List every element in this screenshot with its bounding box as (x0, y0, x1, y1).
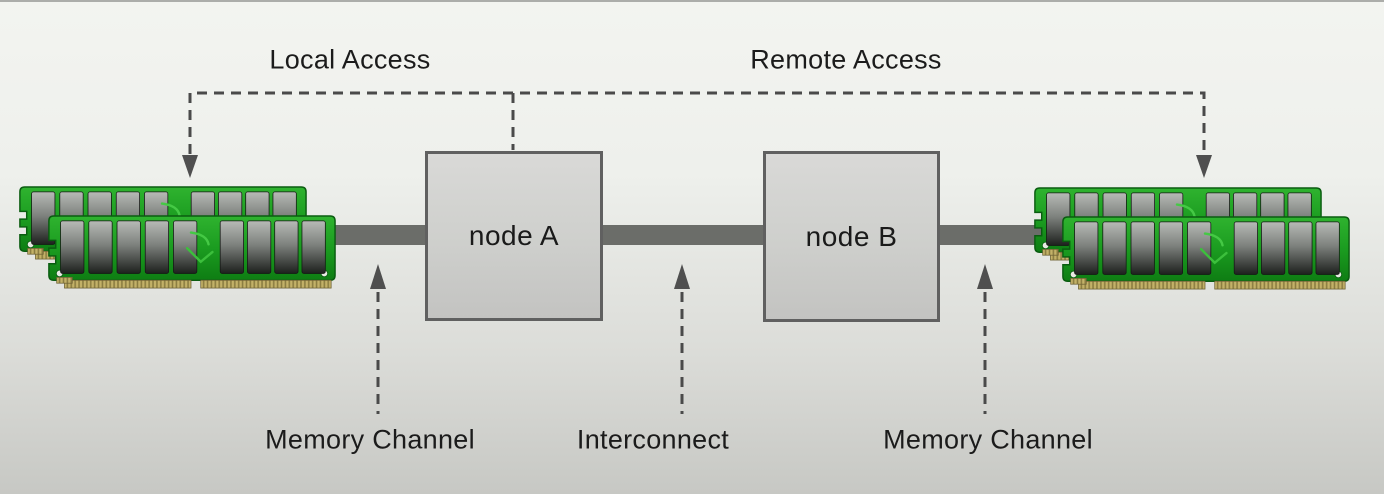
memory-channel-right-arrow (977, 264, 993, 414)
dimm-icon (1061, 216, 1351, 291)
access-path-dashed-lines (188, 91, 1206, 154)
memory-channel-left-arrow (370, 264, 386, 414)
interconnect-arrow (674, 264, 690, 414)
local-access-label: Local Access (269, 44, 431, 75)
access-path (188, 91, 1206, 154)
local-access-arrowhead-icon (182, 155, 198, 178)
top-edge-line (0, 0, 1384, 2)
memory-channel-left-label: Memory Channel (265, 424, 475, 455)
memory-modules-left (18, 186, 337, 290)
node-a-box: node A (425, 151, 603, 321)
memory-channel-right-label: Memory Channel (883, 424, 1093, 455)
memory-modules-right (1033, 187, 1351, 291)
remote-access-arrowhead-icon (1196, 155, 1212, 178)
bus-bar (308, 225, 1064, 245)
node-b-box: node B (763, 151, 940, 322)
interconnect-label: Interconnect (576, 424, 730, 455)
node-a-label: node A (468, 220, 560, 251)
node-b-label: node B (805, 220, 898, 252)
dimm-icon (47, 215, 337, 290)
remote-access-label: Remote Access (750, 44, 942, 75)
bottom-callout-arrows (370, 264, 993, 414)
